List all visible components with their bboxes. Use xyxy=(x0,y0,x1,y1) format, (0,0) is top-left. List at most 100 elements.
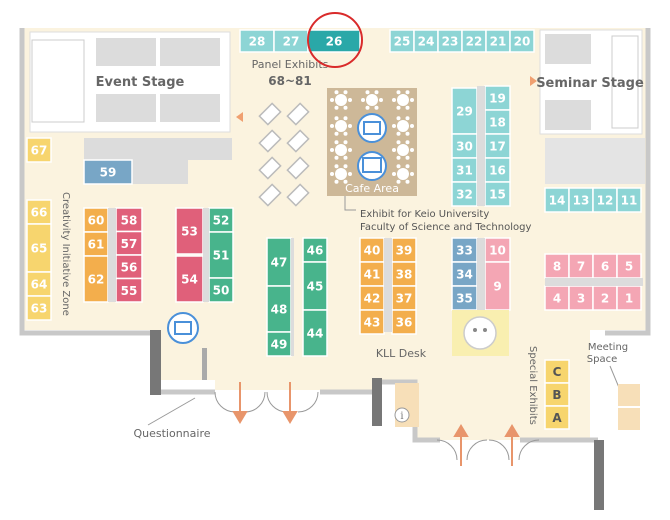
booth-29[interactable] xyxy=(451,87,478,135)
booth-31[interactable] xyxy=(451,157,478,183)
doors-right xyxy=(436,439,540,461)
meeting-label-line1: Meeting xyxy=(588,342,628,353)
booth-32[interactable] xyxy=(451,181,478,207)
robot-icon-eye-left xyxy=(473,328,477,332)
cafe-chair xyxy=(348,172,352,176)
booth-49[interactable] xyxy=(266,331,292,357)
booth-62[interactable] xyxy=(83,255,109,303)
cafe-chair xyxy=(405,90,410,95)
booth-label-41: 41 xyxy=(364,268,381,282)
wall-pillar-mid xyxy=(372,378,382,426)
cafe-chair xyxy=(343,164,348,169)
booth-37[interactable] xyxy=(391,285,417,311)
highlight-circle xyxy=(307,12,363,68)
booth-59[interactable] xyxy=(83,159,133,185)
cafe-chair xyxy=(396,155,401,160)
booth-63[interactable] xyxy=(26,295,52,321)
booth-label-3: 3 xyxy=(577,292,585,306)
booth-label-43: 43 xyxy=(364,316,381,330)
booth-label-17: 17 xyxy=(489,140,506,154)
booth-label-39: 39 xyxy=(396,244,413,258)
cafe-chair xyxy=(396,116,401,121)
cafe-chair xyxy=(374,105,379,110)
cafe-chair xyxy=(365,90,370,95)
booth-51[interactable] xyxy=(208,231,234,279)
booth-label-8: 8 xyxy=(553,260,561,274)
separator-29 xyxy=(477,86,485,206)
booth-label-35: 35 xyxy=(456,292,473,306)
seminar-stage-platform xyxy=(611,35,639,129)
booth-label-55: 55 xyxy=(121,284,138,298)
booth-label-19: 19 xyxy=(489,92,506,106)
booth-20[interactable] xyxy=(509,29,535,53)
booth-label-29: 29 xyxy=(456,105,473,119)
booth-13[interactable] xyxy=(568,187,594,213)
cafe-table xyxy=(335,168,347,180)
cafe-chair xyxy=(392,172,396,176)
cafe-chair xyxy=(334,105,339,110)
booth-label-16: 16 xyxy=(489,164,506,178)
booth-label-45: 45 xyxy=(307,280,324,294)
separator-row-8 xyxy=(545,278,643,286)
booth-label-27: 27 xyxy=(283,35,300,49)
info-box-icon xyxy=(357,113,387,143)
cafe-chair xyxy=(330,148,334,152)
booth-48[interactable] xyxy=(266,285,292,333)
cafe-chair xyxy=(396,140,401,145)
booth-label-28: 28 xyxy=(249,35,266,49)
booth-67[interactable] xyxy=(26,137,52,163)
separator-33 xyxy=(477,238,485,310)
booth-15[interactable] xyxy=(484,181,511,207)
booth-label-5: 5 xyxy=(625,260,633,274)
booth-41[interactable] xyxy=(359,261,385,287)
booth-label-65: 65 xyxy=(31,242,48,256)
booth-label-10: 10 xyxy=(489,244,506,258)
booth-label-67: 67 xyxy=(31,144,48,158)
questionnaire-box-icon xyxy=(167,312,199,344)
cafe-chair xyxy=(348,148,352,152)
booth-16[interactable] xyxy=(484,157,511,183)
separator-53 xyxy=(203,208,209,302)
booth-A[interactable] xyxy=(544,405,570,430)
booth-12[interactable] xyxy=(592,187,618,213)
cafe-chair xyxy=(405,164,410,169)
cafe-chair xyxy=(334,131,339,136)
booth-label-30: 30 xyxy=(456,140,473,154)
booth-36[interactable] xyxy=(391,309,417,335)
booth-label-58: 58 xyxy=(121,213,138,227)
questionnaire-box-icon-body xyxy=(174,321,192,335)
robot-icon-eye-right xyxy=(483,328,487,332)
booth-34[interactable] xyxy=(451,261,478,287)
cafe-chair xyxy=(410,124,414,128)
booth-44[interactable] xyxy=(302,309,328,357)
booth-60[interactable] xyxy=(83,207,109,233)
cafe-table xyxy=(335,94,347,106)
cafe-chair xyxy=(396,179,401,184)
booth-19[interactable] xyxy=(484,85,511,111)
panel-exhibits-label: Panel Exhibits xyxy=(252,58,329,71)
booth-14[interactable] xyxy=(544,187,570,213)
booth-label-4: 4 xyxy=(553,292,561,306)
kll-desk-label: KLL Desk xyxy=(376,347,427,360)
cafe-chair xyxy=(392,124,396,128)
seminar-stage-title: Seminar Stage xyxy=(536,76,644,91)
booth-label-49: 49 xyxy=(271,338,288,352)
booth-11[interactable] xyxy=(616,187,642,213)
cafe-chair xyxy=(405,116,410,121)
booth-66[interactable] xyxy=(26,199,52,225)
booth-7[interactable] xyxy=(568,253,594,279)
booth-label-B: B xyxy=(552,388,561,402)
booth-label-6: 6 xyxy=(601,260,609,274)
cafe-area-label: Cafe Area xyxy=(345,182,399,195)
cafe-chair xyxy=(330,124,334,128)
booth-65[interactable] xyxy=(26,223,52,273)
cafe-chair xyxy=(348,124,352,128)
kll-desk xyxy=(395,383,419,405)
cafe-chair xyxy=(343,90,348,95)
cafe-chair xyxy=(410,172,414,176)
event-stage-seats xyxy=(96,38,220,122)
booth-35[interactable] xyxy=(451,285,478,311)
booth-label-A: A xyxy=(552,411,562,425)
booth-54[interactable] xyxy=(175,255,204,303)
booth-8[interactable] xyxy=(544,253,570,279)
